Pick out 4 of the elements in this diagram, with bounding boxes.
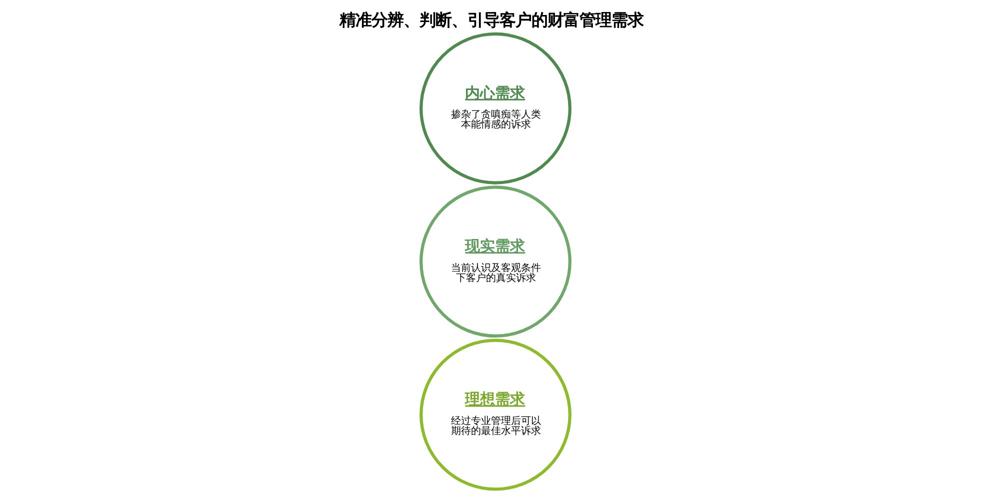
diagram-title: 精准分辨、判断、引导客户的财富管理需求 [339, 10, 644, 30]
node-circle: 现实需求 当前认识及客观条件下客户的真实诉求 [419, 186, 571, 338]
node-circle: 内心需求 掺杂了贪嗔痴等人类本能情感的诉求 [419, 32, 571, 184]
node-circle: 理想需求 经过专业管理后可以期待的最佳水平诉求 [419, 338, 571, 491]
